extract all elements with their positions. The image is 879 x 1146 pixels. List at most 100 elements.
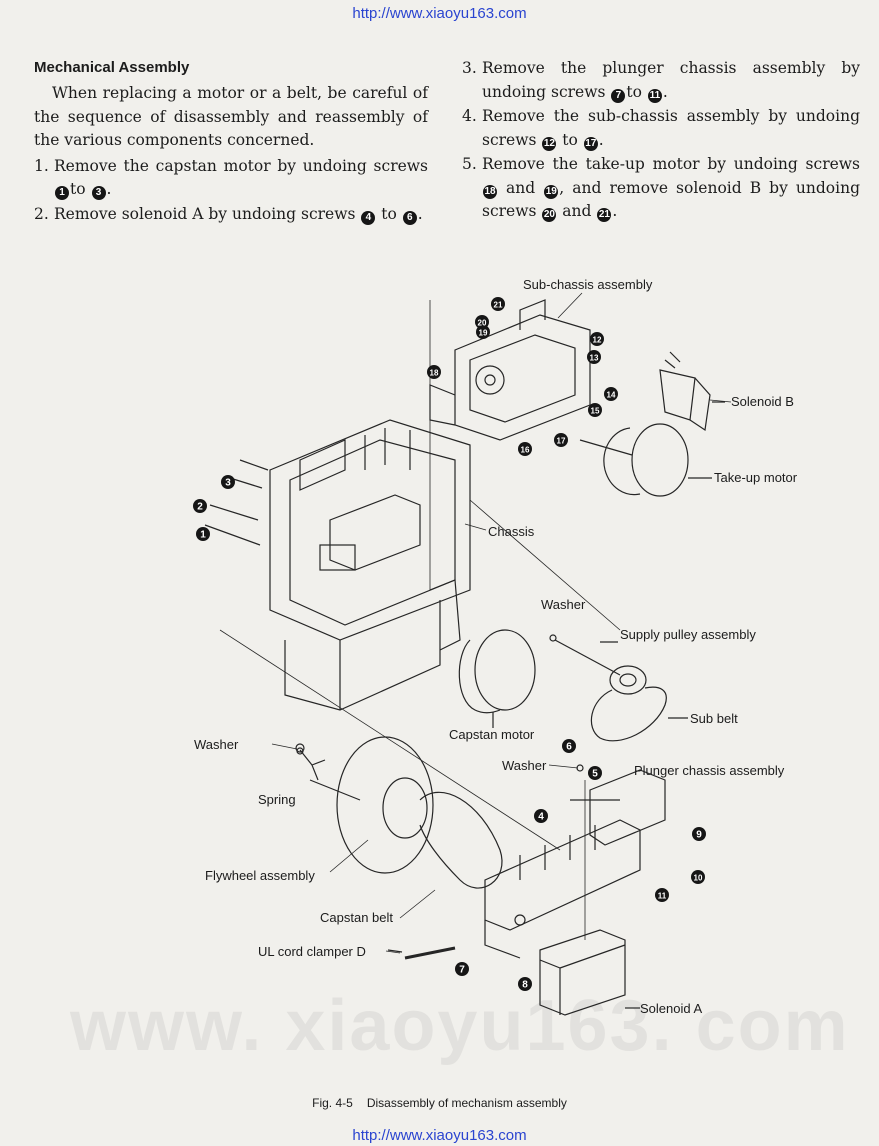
callout-15: 15 <box>588 403 602 417</box>
step-text: Remove the capstan motor by undoing scre… <box>54 156 428 175</box>
step-text: to <box>626 82 647 101</box>
svg-text:10: 10 <box>694 874 703 883</box>
caption-fig-number: Fig. 4-5 <box>312 1096 353 1110</box>
svg-text:4: 4 <box>538 812 544 823</box>
mechanism-exploded-diagram: Sub-chassis assembly Solenoid B Take-up … <box>193 277 798 1016</box>
screw-number-badge: 20 <box>542 208 557 222</box>
callout-10: 10 <box>691 870 705 884</box>
screw-number-badge: 7 <box>611 88 626 103</box>
svg-text:15: 15 <box>591 407 600 416</box>
step-3: 3. Remove the plunger chassis assembly by… <box>462 57 860 104</box>
step-4: 4.Remove the sub-chassis assembly by und… <box>462 105 860 152</box>
callout-9: 9 <box>692 827 706 841</box>
label-plunger-chassis: Plunger chassis assembly <box>634 763 785 778</box>
callout-12: 12 <box>590 332 604 346</box>
intro-paragraph: When replacing a motor or a belt, be car… <box>34 84 428 149</box>
svg-text:16: 16 <box>521 446 530 455</box>
step-text: . <box>598 130 604 149</box>
svg-text:6: 6 <box>566 742 572 753</box>
svg-text:18: 18 <box>430 369 439 378</box>
callout-11: 11 <box>655 888 669 902</box>
left-column: Mechanical Assembly When replacing a mot… <box>34 57 428 227</box>
callout-5: 5 <box>588 766 602 780</box>
svg-text:11: 11 <box>658 892 667 901</box>
callout-14: 14 <box>604 387 618 401</box>
watermark: www. xiaoyu163. com <box>70 986 850 1066</box>
svg-text:17: 17 <box>557 437 566 446</box>
screw-number-badge: 21 <box>597 208 612 222</box>
screw-number-badge: 1 <box>55 186 69 200</box>
callout-20: 20 <box>475 315 489 329</box>
step-number: 3. <box>462 59 477 77</box>
figure-caption: Fig. 4-5 Disassembly of mechanism assembl… <box>0 1096 879 1110</box>
svg-text:3: 3 <box>225 478 231 489</box>
svg-text:9: 9 <box>696 830 702 841</box>
callout-8: 8 <box>518 977 532 991</box>
screw-number-badge: 12 <box>542 136 557 151</box>
screw-number-badge: 11 <box>647 88 662 103</box>
footer-url[interactable]: http://www.xiaoyu163.com <box>352 1127 527 1144</box>
callout-18: 18 <box>427 365 441 379</box>
svg-text:19: 19 <box>479 329 488 338</box>
callout-6: 6 <box>562 739 576 753</box>
label-sub-chassis: Sub-chassis assembly <box>523 277 653 292</box>
header-url[interactable]: http://www.xiaoyu163.com <box>352 5 527 22</box>
svg-text:1: 1 <box>200 530 206 541</box>
step-number: 2. <box>34 204 49 223</box>
step-number: 1. <box>34 156 49 175</box>
step-text: to <box>376 204 402 223</box>
callout-21: 21 <box>491 297 505 311</box>
screw-number-badge: 18 <box>483 184 497 199</box>
label-solenoid-b: Solenoid B <box>731 394 794 409</box>
step-text: Remove the plunger chassis assembly by u… <box>482 59 860 101</box>
callout-3: 3 <box>221 475 235 489</box>
screw-number-badge: 17 <box>583 136 598 151</box>
caption-title: Disassembly of mechanism assembly <box>366 1096 567 1110</box>
label-flywheel: Flywheel assembly <box>205 868 315 883</box>
step-number: 5. <box>462 155 477 173</box>
callout-4: 4 <box>534 809 548 823</box>
step-text: Remove the take-up motor by undoing scre… <box>482 155 860 173</box>
svg-text:21: 21 <box>494 301 503 310</box>
label-text: Sub-chassis assembly Solenoid B Take-up … <box>194 277 798 1016</box>
step-text: to <box>70 180 91 198</box>
svg-text:7: 7 <box>459 965 465 976</box>
label-spring: Spring <box>258 792 296 807</box>
screw-number-badge: 19 <box>544 184 559 199</box>
screw-number-badge: 6 <box>402 210 417 225</box>
svg-text:2: 2 <box>197 502 203 513</box>
svg-text:12: 12 <box>593 336 602 345</box>
step-text: . <box>417 204 423 223</box>
section-heading: Mechanical Assembly <box>34 59 190 76</box>
right-column: 3. Remove the plunger chassis assembly by… <box>462 57 860 225</box>
label-supply-pulley: Supply pulley assembly <box>620 627 756 642</box>
step-2: 2.Remove solenoid A by undoing screws 4 … <box>34 203 428 227</box>
step-text: Remove solenoid A by undoing screws <box>54 204 361 223</box>
label-chassis: Chassis <box>488 524 535 539</box>
label-takeup-motor: Take-up motor <box>714 470 798 485</box>
svg-text:14: 14 <box>607 391 616 400</box>
callout-1: 1 <box>196 527 210 541</box>
step-text: , and remove solenoid B by undoing screw… <box>482 178 860 221</box>
step-5: 5. Remove the take-up motor by undoing sc… <box>462 153 860 224</box>
callout-16: 16 <box>518 442 532 456</box>
svg-text:5: 5 <box>592 769 598 780</box>
svg-text:13: 13 <box>590 354 599 363</box>
step-1: 1. Remove the capstan motor by undoing sc… <box>34 155 428 202</box>
diagram-drawing <box>204 299 725 1016</box>
label-solenoid-a: Solenoid A <box>640 1001 702 1016</box>
svg-text:8: 8 <box>522 980 528 991</box>
step-text: . <box>662 82 668 101</box>
step-text: Remove the sub-chassis assembly by undoi… <box>482 107 860 149</box>
callout-17: 17 <box>554 433 568 447</box>
label-capstan-belt: Capstan belt <box>320 910 393 925</box>
label-ul-cord-clamper: UL cord clamper D <box>258 944 366 959</box>
label-sub-belt: Sub belt <box>690 711 738 726</box>
step-text: and <box>498 178 544 197</box>
label-capstan-motor: Capstan motor <box>449 727 535 742</box>
label-washer-top: Washer <box>541 597 586 612</box>
callout-2: 2 <box>193 499 207 513</box>
label-washer-mid: Washer <box>502 758 547 773</box>
step-text: and <box>557 202 597 220</box>
step-text: . <box>106 180 112 198</box>
